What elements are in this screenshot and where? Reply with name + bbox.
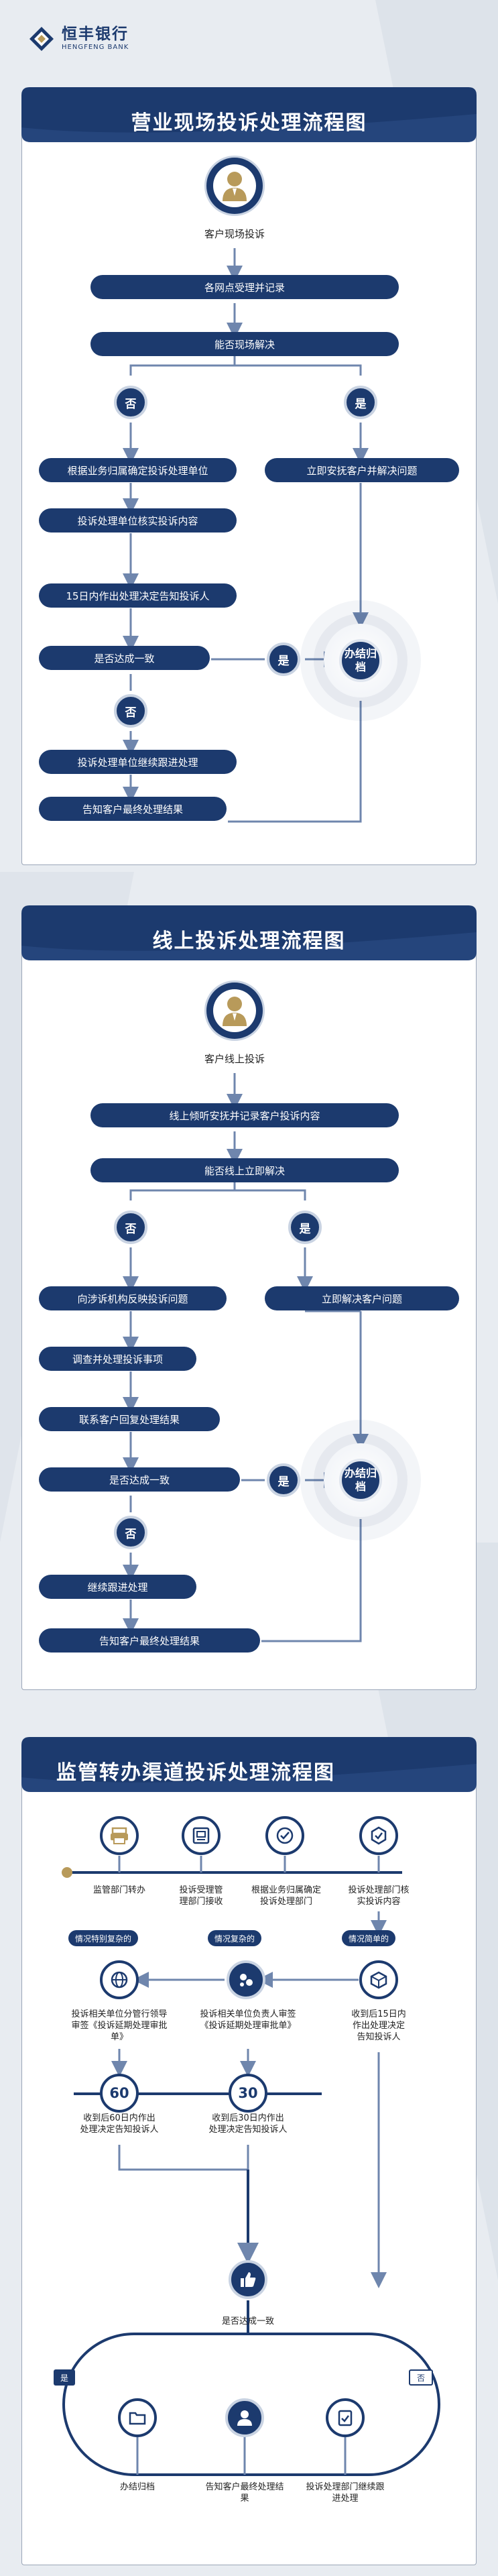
- globe-icon: [111, 1971, 128, 1989]
- agree-question: 是否达成一致: [221, 2316, 274, 2327]
- section2-banner: 线上投诉处理流程图: [21, 905, 477, 966]
- section2-archive-label: 办结归档: [339, 1459, 382, 1502]
- section1-left4: 是否达成一致: [39, 646, 210, 670]
- box-icon-wrap: [359, 1960, 398, 1999]
- badge-check-icon: [371, 1826, 387, 1845]
- mid-step-3: 收到后15日内作出处理决定告知投诉人: [351, 2009, 406, 2042]
- assign-icon-wrap: [265, 1816, 304, 1855]
- section2-left3: 联系客户回复处理结果: [39, 1407, 220, 1431]
- bottom-step-1: 办结归档: [119, 2482, 155, 2492]
- tag-complex: 情况复杂的: [208, 1930, 262, 1946]
- archive-icon-wrap: [118, 2398, 157, 2437]
- loop-no-tag: 否: [409, 2369, 434, 2386]
- section2-left4: 是否达成一致: [39, 1467, 240, 1492]
- section2-start-label: 客户线上投诉: [204, 1053, 265, 1065]
- days-30-badge: 30: [229, 2074, 267, 2113]
- thumbs-up-icon: [241, 2272, 256, 2287]
- section2-step2: 能否线上立即解决: [90, 1158, 399, 1182]
- section2-left2: 调查并处理投诉事项: [39, 1347, 196, 1371]
- section1-right1: 立即安抚客户并解决问题: [265, 458, 459, 482]
- section1-banner: 营业现场投诉处理流程图: [21, 87, 477, 148]
- section1-left2: 投诉处理单位核实投诉内容: [39, 508, 237, 533]
- regulator-icon-wrap: [100, 1816, 139, 1855]
- section2-yes2-badge: 是: [267, 1463, 300, 1497]
- section2-yes-badge: 是: [288, 1211, 322, 1244]
- section2-step1: 线上倾听安抚并记录客户投诉内容: [90, 1103, 399, 1127]
- section1-left6: 告知客户最终处理结果: [39, 797, 227, 821]
- section1-title: 营业现场投诉处理流程图: [131, 111, 367, 135]
- section2-archive-node: 办结归档: [324, 1443, 397, 1517]
- days-60-badge: 60: [100, 2074, 139, 2113]
- folder-icon: [129, 2412, 146, 2425]
- section2-no2-badge: 否: [114, 1516, 147, 1549]
- mid-step-2: 投诉相关单位负责人审签《投诉延期处理审批单》: [200, 2009, 296, 2031]
- receive-icon-wrap: [182, 1816, 221, 1855]
- clipboard-icon: [338, 2410, 353, 2426]
- bottom-step-3: 投诉处理部门继续跟进处理: [306, 2482, 385, 2504]
- mid-step-1: 投诉相关单位分管行领导审签《投诉延期处理审批单》: [71, 2009, 168, 2042]
- section1-step2: 能否现场解决: [90, 332, 399, 356]
- loop-yes-tag: 是: [54, 2369, 76, 2386]
- section2-left1: 向涉诉机构反映投诉问题: [39, 1286, 227, 1310]
- globe-icon-wrap: [100, 1960, 139, 1999]
- section1-customer-avatar: [204, 156, 265, 216]
- follow-up-icon-wrap: [326, 2398, 365, 2437]
- person-icon: [237, 2410, 252, 2426]
- document-icon: [192, 1827, 210, 1844]
- section1-step1: 各网点受理并记录: [90, 275, 399, 299]
- top-step-2: 投诉受理管理部门接收: [179, 1885, 223, 1907]
- tag-very-complex: 情况特别复杂的: [68, 1930, 139, 1946]
- brand-name-en: HENGFENG BANK: [62, 44, 129, 51]
- section1-no-badge: 否: [114, 386, 147, 419]
- section1-yes-badge: 是: [344, 386, 377, 419]
- network-icon: [240, 1974, 253, 1986]
- brand-logo: 恒丰银行 HENGFENG BANK: [28, 20, 169, 58]
- section1-yes2-badge: 是: [267, 642, 300, 676]
- verify-icon-wrap: [359, 1816, 398, 1855]
- section1-start-label: 客户现场投诉: [204, 228, 265, 240]
- customer-icon: [223, 172, 247, 201]
- cube-icon: [370, 1971, 387, 1989]
- section2-left5: 继续跟进处理: [39, 1575, 196, 1599]
- section2-left6: 告知客户最终处理结果: [39, 1628, 260, 1653]
- bank-logo-icon: [29, 27, 54, 51]
- low-step-2: 收到后30日内作出处理决定告知投诉人: [208, 2113, 288, 2135]
- top-step-4: 投诉处理部门核实投诉内容: [348, 1885, 410, 1907]
- section1-left3: 15日内作出处理决定告知投诉人: [39, 583, 237, 608]
- tag-simple: 情况简单的: [342, 1930, 396, 1946]
- low-step-1: 收到后60日内作出处理决定告知投诉人: [80, 2113, 159, 2135]
- brand-name-cn: 恒丰银行: [62, 25, 129, 43]
- section1-archive-label: 办结归档: [339, 639, 382, 682]
- section1-left5: 投诉处理单位继续跟进处理: [39, 750, 237, 774]
- section3-panel: [21, 1757, 477, 2565]
- top-step-1: 监管部门转办: [92, 1885, 145, 1895]
- section3-title: 监管转办渠道投诉处理流程图: [56, 1761, 335, 1785]
- section2-customer-avatar: [204, 981, 265, 1041]
- customer-icon: [223, 997, 247, 1026]
- network-icon-wrap: [227, 1960, 265, 1999]
- section3-banner: 监管转办渠道投诉处理流程图: [21, 1737, 477, 1797]
- section1-archive-node: 办结归档: [324, 624, 397, 697]
- section2-right1: 立即解决客户问题: [265, 1286, 459, 1310]
- bottom-step-2: 告知客户最终处理结果: [205, 2482, 284, 2504]
- section2-title: 线上投诉处理流程图: [152, 930, 346, 953]
- top-step-3: 根据业务归属确定投诉处理部门: [251, 1885, 321, 1907]
- check-circle-icon: [276, 1827, 294, 1844]
- section1-no2-badge: 否: [114, 694, 147, 728]
- customer-result-icon-wrap: [225, 2398, 264, 2437]
- section2-no-badge: 否: [114, 1211, 147, 1244]
- printer-icon: [111, 1827, 128, 1844]
- thumbs-up-icon-wrap: [229, 2260, 267, 2299]
- section1-left1: 根据业务归属确定投诉处理单位: [39, 458, 237, 482]
